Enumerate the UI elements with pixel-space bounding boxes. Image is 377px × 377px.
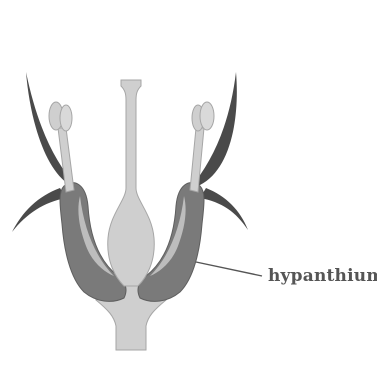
hypanthium-leader-line — [196, 262, 262, 276]
stamen-anther-right — [192, 102, 214, 131]
sepal-right-tip — [200, 188, 248, 230]
sepal-left-tip — [12, 188, 66, 232]
stamen-filament-left — [58, 128, 74, 192]
stamen-anther-left — [49, 102, 72, 131]
hypanthium-label: hypanthium — [268, 266, 377, 286]
pistil — [108, 80, 155, 286]
